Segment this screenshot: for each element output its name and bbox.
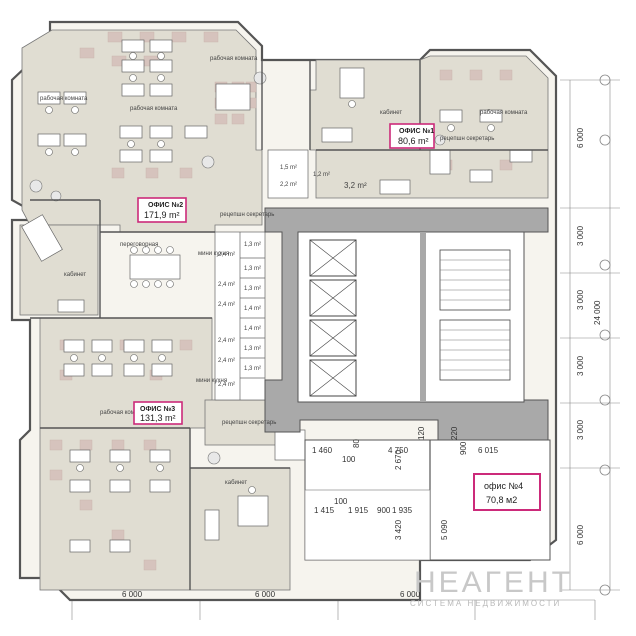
office-2-area-value: 171,9 m²: [144, 210, 180, 220]
area-label: 2,4 m²: [218, 338, 235, 344]
office-2-title: ОФИС №2: [148, 201, 183, 209]
area-label: 1,3 m²: [244, 346, 261, 352]
room-label-cabinet-lower: кабинет: [225, 480, 247, 486]
dim-interior: 2 670: [394, 449, 403, 470]
area-label: 2,4 m²: [218, 282, 235, 288]
dim-interior: 1 915: [348, 506, 369, 515]
office-4-area-value: 70,8 м2: [486, 495, 517, 505]
area-label: 2,4 m²: [218, 302, 235, 308]
dim-interior: 1 460: [312, 446, 333, 455]
watermark: НЕАГЕНТ СИСТЕМА НЕДВИЖИМОСТИ: [410, 566, 573, 608]
dim-interior: 3 420: [394, 519, 403, 540]
dim-interior: 220: [450, 426, 459, 440]
office-1-area-value: 80,6 m²: [398, 136, 429, 146]
area-label: 1,4 m²: [244, 326, 261, 332]
room-label-work-2: рабочая комната: [40, 96, 88, 102]
furniture: [21, 39, 533, 553]
room-label-work-3: рабочая комната: [130, 106, 178, 112]
dim-interior: 100: [342, 455, 356, 464]
office-4-tag: офис №4 70,8 м2: [473, 473, 541, 511]
dim-interior: 4 750: [388, 446, 409, 455]
dim-bottom: 6 000: [400, 590, 421, 599]
room-label-cabinet-1: кабинет: [380, 110, 402, 116]
watermark-tagline: СИСТЕМА НЕДВИЖИМОСТИ: [410, 599, 561, 608]
area-label: 2,4 m²: [218, 382, 235, 388]
area-label: 1,3 m²: [244, 286, 261, 292]
dim-right: 3 000: [576, 225, 585, 246]
room-label-mini-kitchen-1: мини кухня: [198, 251, 229, 257]
room-label-meeting: переговорная: [120, 242, 158, 248]
area-label: 1,2 m²: [313, 172, 330, 178]
area-label: 2,2 m²: [280, 182, 297, 188]
chairs: [45, 52, 495, 494]
area-label: 1,4 m²: [244, 306, 261, 312]
watermark-brand: НЕАГЕНТ: [414, 566, 573, 599]
interior-walls: [30, 46, 548, 590]
office-1-title: ОФИС №1: [399, 127, 434, 135]
office-3-area-value: 131,3 m²: [140, 413, 176, 423]
dim-bottom: 6 000: [255, 590, 276, 599]
area-label: 1,5 m²: [280, 165, 297, 171]
office-2-tag: ОФИС №2 171,9 m²: [137, 197, 187, 223]
room-label-work-5: рабочая комната: [480, 110, 528, 116]
room-label-cabinet-left: кабинет: [64, 272, 86, 278]
room-labels: рабочая комната рабочая комната рабочая …: [40, 56, 528, 486]
dim-interior: 120: [417, 426, 426, 440]
area-label: 3,2 m²: [344, 181, 367, 190]
dim-interior: 100: [334, 497, 348, 506]
dim-right: 3 000: [576, 419, 585, 440]
room-label-mini-kitchen-2: мини кухня: [196, 378, 227, 384]
room-label-reception-2: рецепшн секретарь: [220, 212, 274, 218]
dim-right: 3 000: [576, 289, 585, 310]
room-label-reception-1: рецепшн секретарь: [440, 136, 494, 142]
dim-interior: 900: [459, 441, 468, 455]
small-area-labels: 1,5 m² 2,2 m² 1,2 m² 3,2 m² 2,4 m² 2,4 m…: [218, 165, 367, 388]
office-4-title: офис №4: [484, 481, 523, 491]
area-label: 1,3 m²: [244, 266, 261, 272]
dim-interior: 900: [377, 506, 391, 515]
area-label: 1,3 m²: [244, 366, 261, 372]
dim-total: 24 000: [593, 300, 602, 325]
dimension-labels-right: 6 000 3 000 3 000 3 000 3 000 6 000 24 0…: [576, 127, 602, 545]
area-label: 1,3 m²: [244, 242, 261, 248]
wc-block: [214, 149, 309, 461]
building-core: [264, 207, 549, 441]
area-label: 2,4 m²: [218, 358, 235, 364]
dim-bottom: 6 000: [122, 590, 143, 599]
dim-interior: 1 415: [314, 506, 335, 515]
dim-interior: 5 090: [440, 519, 449, 540]
dim-interior: 80: [352, 439, 361, 448]
dim-right: 6 000: [576, 524, 585, 545]
dim-interior: 6 015: [478, 446, 499, 455]
dim-right: 3 000: [576, 355, 585, 376]
dimension-labels-interior: 1 460 100 80 4 750 120 220 900 6 015 2 6…: [312, 426, 499, 540]
office-3-tag: ОФИС №3 131,3 m²: [133, 401, 183, 425]
grid-markers: [599, 74, 611, 596]
office-3-title: ОФИС №3: [140, 405, 175, 413]
room-label-work-1: рабочая комната: [210, 56, 258, 62]
dim-interior: 1 935: [392, 506, 413, 515]
room-label-work-4: рабочая комната: [100, 410, 148, 416]
plants: [29, 71, 446, 465]
dim-right: 6 000: [576, 127, 585, 148]
dimension-labels-bottom: 6 000 6 000 6 000: [122, 590, 421, 599]
area-label: 2,4 m²: [218, 252, 235, 258]
office-1-tag: ОФИС №1 80,6 m²: [389, 123, 435, 149]
room-label-reception-3: рецепшн секретарь: [222, 420, 276, 426]
